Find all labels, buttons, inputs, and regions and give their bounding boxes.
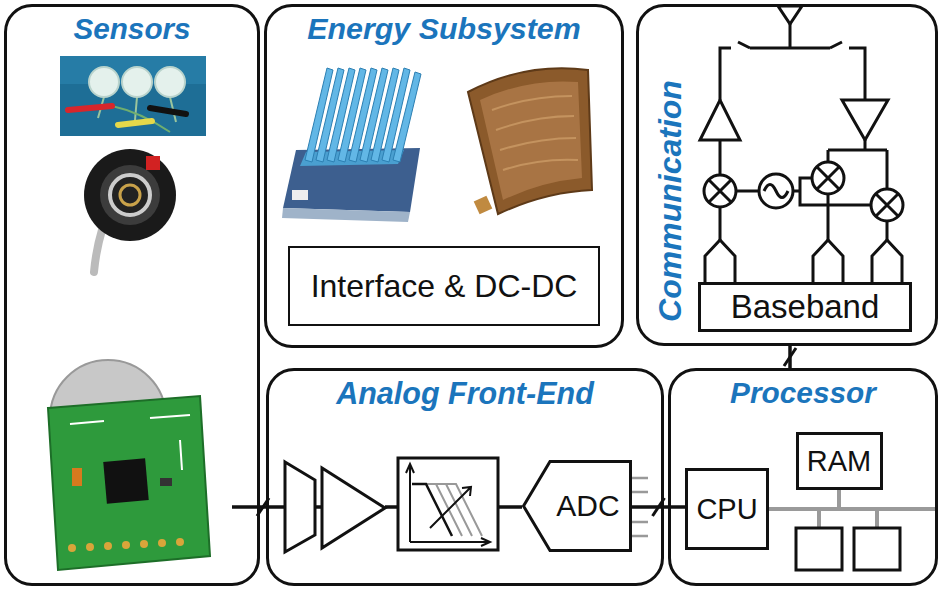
subsystem-panel: Analog Front-EndADC <box>266 368 664 586</box>
flexible-harvester-photo <box>468 68 592 214</box>
encoder-sensor-photo <box>94 230 102 272</box>
analog-chain-schematic <box>266 458 648 552</box>
block-box: Interface & DC-DC <box>288 246 600 326</box>
adc-outline <box>524 462 631 551</box>
sensor-bus-wire <box>232 505 260 509</box>
accelerometer-board-photo <box>86 543 94 551</box>
analog-chain-schematic <box>412 484 462 536</box>
analog-chain-schematic <box>430 487 471 528</box>
rf-transceiver-schematic <box>842 100 888 140</box>
encoder-sensor-photo <box>84 149 176 241</box>
analog-chain-schematic <box>322 468 385 548</box>
block-label: Baseband <box>731 287 880 327</box>
rf-transceiver-schematic <box>759 174 793 208</box>
encoder-sensor-photo <box>146 156 160 170</box>
rf-transceiver-schematic <box>705 240 735 284</box>
bus-connector <box>769 490 839 509</box>
analog-chain-schematic <box>412 484 472 536</box>
bus-slash-group <box>257 348 796 516</box>
accelerometer-board-photo <box>176 538 184 546</box>
encoder-sensor-photo <box>100 165 160 225</box>
encoder-sensor-photo <box>84 149 176 272</box>
block-label: ADC <box>556 488 619 524</box>
rf-transceiver-schematic <box>817 167 839 189</box>
accelerometer-board-photo <box>48 360 210 570</box>
rf-transceiver-schematic <box>700 6 903 284</box>
electrode-sensor-photo <box>68 106 112 110</box>
electrode-sensor-photo <box>155 67 185 97</box>
flexible-harvester-photo <box>468 68 592 214</box>
processor-bus <box>819 509 936 528</box>
processor-bus <box>796 528 842 570</box>
rf-transceiver-schematic <box>872 240 902 284</box>
processor-bus <box>854 528 900 570</box>
encoder-sensor-photo <box>110 175 150 215</box>
sensor-bus-wire <box>232 507 260 508</box>
block-box: CPU <box>685 468 769 550</box>
analog-chain-schematic <box>398 458 498 550</box>
rf-transceiver-schematic <box>871 189 903 221</box>
flexible-harvester-photo <box>492 96 578 170</box>
rf-transceiver-schematic <box>700 100 740 140</box>
accelerometer-board-photo <box>72 468 82 486</box>
electrode-sensor-photo <box>60 56 206 136</box>
rf-transceiver-schematic <box>764 185 788 198</box>
panel-title: Processor <box>671 375 935 411</box>
accelerometer-board-photo <box>160 478 172 486</box>
panel-title: Energy Subsystem <box>267 11 621 47</box>
flexible-harvester-photo <box>480 81 582 200</box>
analog-chain-schematic <box>412 484 482 536</box>
electrode-sensor-photo <box>118 121 152 125</box>
heat-sink-harvester-photo <box>292 190 308 200</box>
accelerometer-board-photo <box>68 544 76 552</box>
analog-chain-schematic <box>412 484 452 536</box>
electrode-sensor-photo <box>89 67 119 97</box>
heat-sink-harvester-photo <box>393 72 421 162</box>
analog-chain-schematic <box>406 464 490 546</box>
panel-title: Sensors <box>7 11 257 47</box>
encoder-sensor-photo <box>120 185 140 205</box>
accelerometer-board-photo <box>158 539 166 547</box>
rf-transceiver-schematic <box>709 180 731 202</box>
accelerometer-board-photo <box>103 458 149 504</box>
heat-sink-harvester-photo <box>282 208 410 222</box>
heat-sink-harvester-photo <box>282 68 421 222</box>
electrode-sensor-photo <box>150 108 186 114</box>
accelerometer-board-photo <box>48 396 210 570</box>
block-box: RAM <box>796 432 883 490</box>
block-label: Interface & DC-DC <box>311 267 578 305</box>
adc-block: ADC <box>522 460 632 552</box>
rf-transceiver-schematic <box>876 194 898 216</box>
panel-title: Analog Front-End <box>269 375 661 412</box>
accelerometer-board-photo <box>140 540 148 548</box>
bus-width-slash <box>784 348 796 366</box>
accelerometer-board-photo <box>122 541 130 549</box>
flexible-harvester-photo <box>474 196 493 215</box>
block-box: Baseband <box>698 282 912 332</box>
electrode-sensor-photo <box>60 56 206 136</box>
block-label: CPU <box>696 492 757 527</box>
electrode-sensor-photo <box>122 67 152 97</box>
subsystem-panel: Sensors <box>4 4 260 586</box>
rf-transceiver-schematic <box>704 175 736 207</box>
rf-transceiver-schematic <box>778 6 802 24</box>
rf-transceiver-schematic <box>812 162 844 194</box>
rf-transceiver-schematic <box>720 24 865 100</box>
subsystem-panel: Energy SubsystemInterface & DC-DC <box>264 4 624 348</box>
panel-title: Communication <box>651 80 689 322</box>
rf-transceiver-schematic <box>736 178 871 205</box>
processor-bus <box>796 509 936 570</box>
subsystem-panel: ProcessorCPU RAM <box>668 368 938 586</box>
analog-chain-schematic <box>285 462 315 552</box>
block-label: RAM <box>807 444 871 479</box>
accelerometer-board-photo <box>104 542 112 550</box>
rf-transceiver-schematic <box>813 240 843 284</box>
subsystem-panel: CommunicationBaseband <box>636 4 938 346</box>
